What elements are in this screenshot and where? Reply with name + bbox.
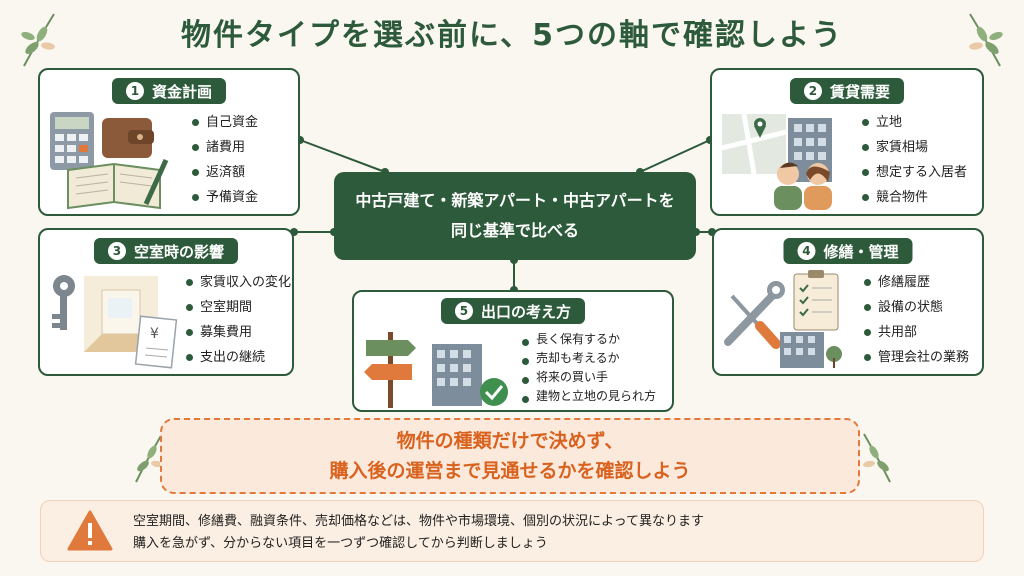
section-title: 空室時の影響 xyxy=(133,242,225,261)
section-title: 資金計画 xyxy=(151,82,213,101)
leaf-sprig-icon xyxy=(863,433,891,483)
list-item: 管理会社の業務 xyxy=(864,345,969,370)
vacancy-illustration: ¥ xyxy=(52,275,178,369)
warning-icon xyxy=(67,510,113,551)
section-repair-management: 4 修繕・管理 xyxy=(712,228,984,376)
signpost-icon xyxy=(364,332,416,408)
center-line-1: 中古戸建て・新築アパート・中古アパートを xyxy=(355,191,675,210)
leaf-sprig-icon xyxy=(969,13,1003,67)
list-item: 募集費用 xyxy=(186,320,291,345)
yen-document-icon: ¥ xyxy=(134,315,178,369)
note-text: 空室期間、修繕費、融資条件、売却価格などは、物件や市場環境、個別の状況によって異… xyxy=(133,511,704,555)
section-vacancy-impact: 3 空室時の影響 ¥ 家賃収入の変化 空室期間 募集費用 支出の継続 xyxy=(38,228,294,376)
item-list: 長く保有するか 売却も考えるか 将来の買い手 建物と立地の見られ方 xyxy=(522,330,656,406)
list-item: 立地 xyxy=(862,110,967,135)
page-title: 物件タイプを選ぶ前に、5つの軸で確認しよう xyxy=(181,18,843,53)
key-message-line-2: 購入後の運営まで見通せるかを確認しよう xyxy=(329,460,691,482)
list-item: 長く保有するか xyxy=(522,330,656,349)
list-item: 将来の買い手 xyxy=(522,368,656,387)
screwdriver-icon xyxy=(730,294,781,349)
section-rental-demand: 2 賃貸需要 立地 家賃相場 xyxy=(710,68,984,216)
key-message-line-1: 物件の種類だけで決めず、 xyxy=(396,430,624,452)
funding-illustration xyxy=(50,112,169,210)
calculator-icon xyxy=(50,112,94,170)
section-title-pill: 3 空室時の影響 xyxy=(93,238,239,264)
section-number: 2 xyxy=(803,82,822,100)
section-number: 1 xyxy=(125,82,144,100)
leaf-sprig-icon xyxy=(21,13,55,67)
list-item: 予備資金 xyxy=(192,185,258,210)
exit-illustration xyxy=(364,332,508,408)
list-item: 諸費用 xyxy=(192,135,258,160)
section-title-pill: 4 修繕・管理 xyxy=(783,238,913,264)
item-list: 家賃収入の変化 空室期間 募集費用 支出の継続 xyxy=(186,270,291,370)
demand-illustration xyxy=(721,113,832,210)
section-title-pill: 2 賃貸需要 xyxy=(789,78,905,104)
note-line-2: 購入を急がず、分からない項目を一つずつ確認してから判断しましょう xyxy=(133,536,548,551)
building-icon xyxy=(432,344,482,406)
section-title-pill: 5 出口の考え方 xyxy=(440,298,586,324)
pen-icon xyxy=(143,158,169,206)
repair-illustration xyxy=(724,270,842,368)
section-title: 賃貸需要 xyxy=(829,82,891,101)
list-item: 売却も考えるか xyxy=(522,349,656,368)
list-item: 競合物件 xyxy=(862,185,967,210)
section-number: 3 xyxy=(107,242,126,260)
center-line-2: 同じ基準で比べる xyxy=(450,221,579,240)
section-funding-plan: 1 資金計画 自己資金 xyxy=(38,68,300,216)
list-item: 設備の状態 xyxy=(864,295,969,320)
wrench-icon xyxy=(724,281,785,346)
item-list: 修繕履歴 設備の状態 共用部 管理会社の業務 xyxy=(864,270,969,370)
list-item: 自己資金 xyxy=(192,110,258,135)
list-item: 修繕履歴 xyxy=(864,270,969,295)
notebook-icon xyxy=(67,162,161,210)
map-pin-icon xyxy=(721,113,787,175)
people-icon xyxy=(774,162,832,210)
wallet-icon xyxy=(102,118,154,158)
section-title-pill: 1 資金計画 xyxy=(111,78,227,104)
list-item: 家賃収入の変化 xyxy=(186,270,291,295)
list-item: 共用部 xyxy=(864,320,969,345)
list-item: 返済額 xyxy=(192,160,258,185)
list-item: 空室期間 xyxy=(186,295,291,320)
section-title: 出口の考え方 xyxy=(480,302,572,321)
note-line-1: 空室期間、修繕費、融資条件、売却価格などは、物件や市場環境、個別の状況によって異… xyxy=(133,514,704,529)
leaf-sprig-icon xyxy=(135,433,163,483)
checklist-icon xyxy=(793,270,839,331)
center-comparison-box: 中古戸建て・新築アパート・中古アパートを 同じ基準で比べる xyxy=(334,172,696,260)
list-item: 建物と立地の見られ方 xyxy=(522,387,656,406)
section-exit-strategy: 5 出口の考え方 長く保有するか 売却も考えるか 将来の買い手 建物と立地の見ら… xyxy=(352,290,674,412)
key-message: 物件の種類だけで決めず、 購入後の運営まで見通せるかを確認しよう xyxy=(160,418,860,494)
item-list: 立地 家賃相場 想定する入居者 競合物件 xyxy=(862,110,967,210)
item-list: 自己資金 諸費用 返済額 予備資金 xyxy=(192,110,258,210)
disclaimer-note: 空室期間、修繕費、融資条件、売却価格などは、物件や市場環境、個別の状況によって異… xyxy=(40,500,984,562)
list-item: 支出の継続 xyxy=(186,345,291,370)
section-number: 4 xyxy=(797,242,816,260)
list-item: 想定する入居者 xyxy=(862,160,967,185)
check-icon xyxy=(480,378,508,406)
section-title: 修繕・管理 xyxy=(823,242,899,261)
key-icon xyxy=(52,275,75,330)
building-icon xyxy=(780,332,842,368)
list-item: 家賃相場 xyxy=(862,135,967,160)
section-number: 5 xyxy=(454,302,473,320)
svg-text:¥: ¥ xyxy=(150,326,159,342)
